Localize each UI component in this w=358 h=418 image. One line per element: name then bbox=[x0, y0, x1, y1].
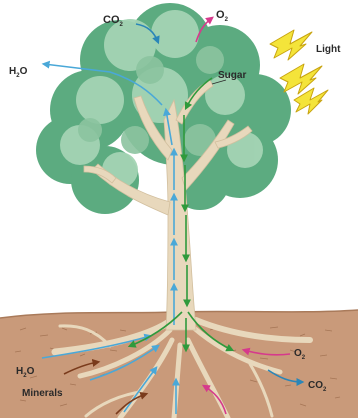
tree-canopy bbox=[36, 3, 291, 214]
h2o-leaves-label: H2O bbox=[9, 66, 28, 79]
light-label: Light bbox=[316, 44, 341, 55]
minerals-label: Minerals bbox=[22, 388, 63, 399]
sugar-label: Sugar bbox=[218, 70, 246, 81]
o2-top-label: O2 bbox=[216, 9, 229, 23]
